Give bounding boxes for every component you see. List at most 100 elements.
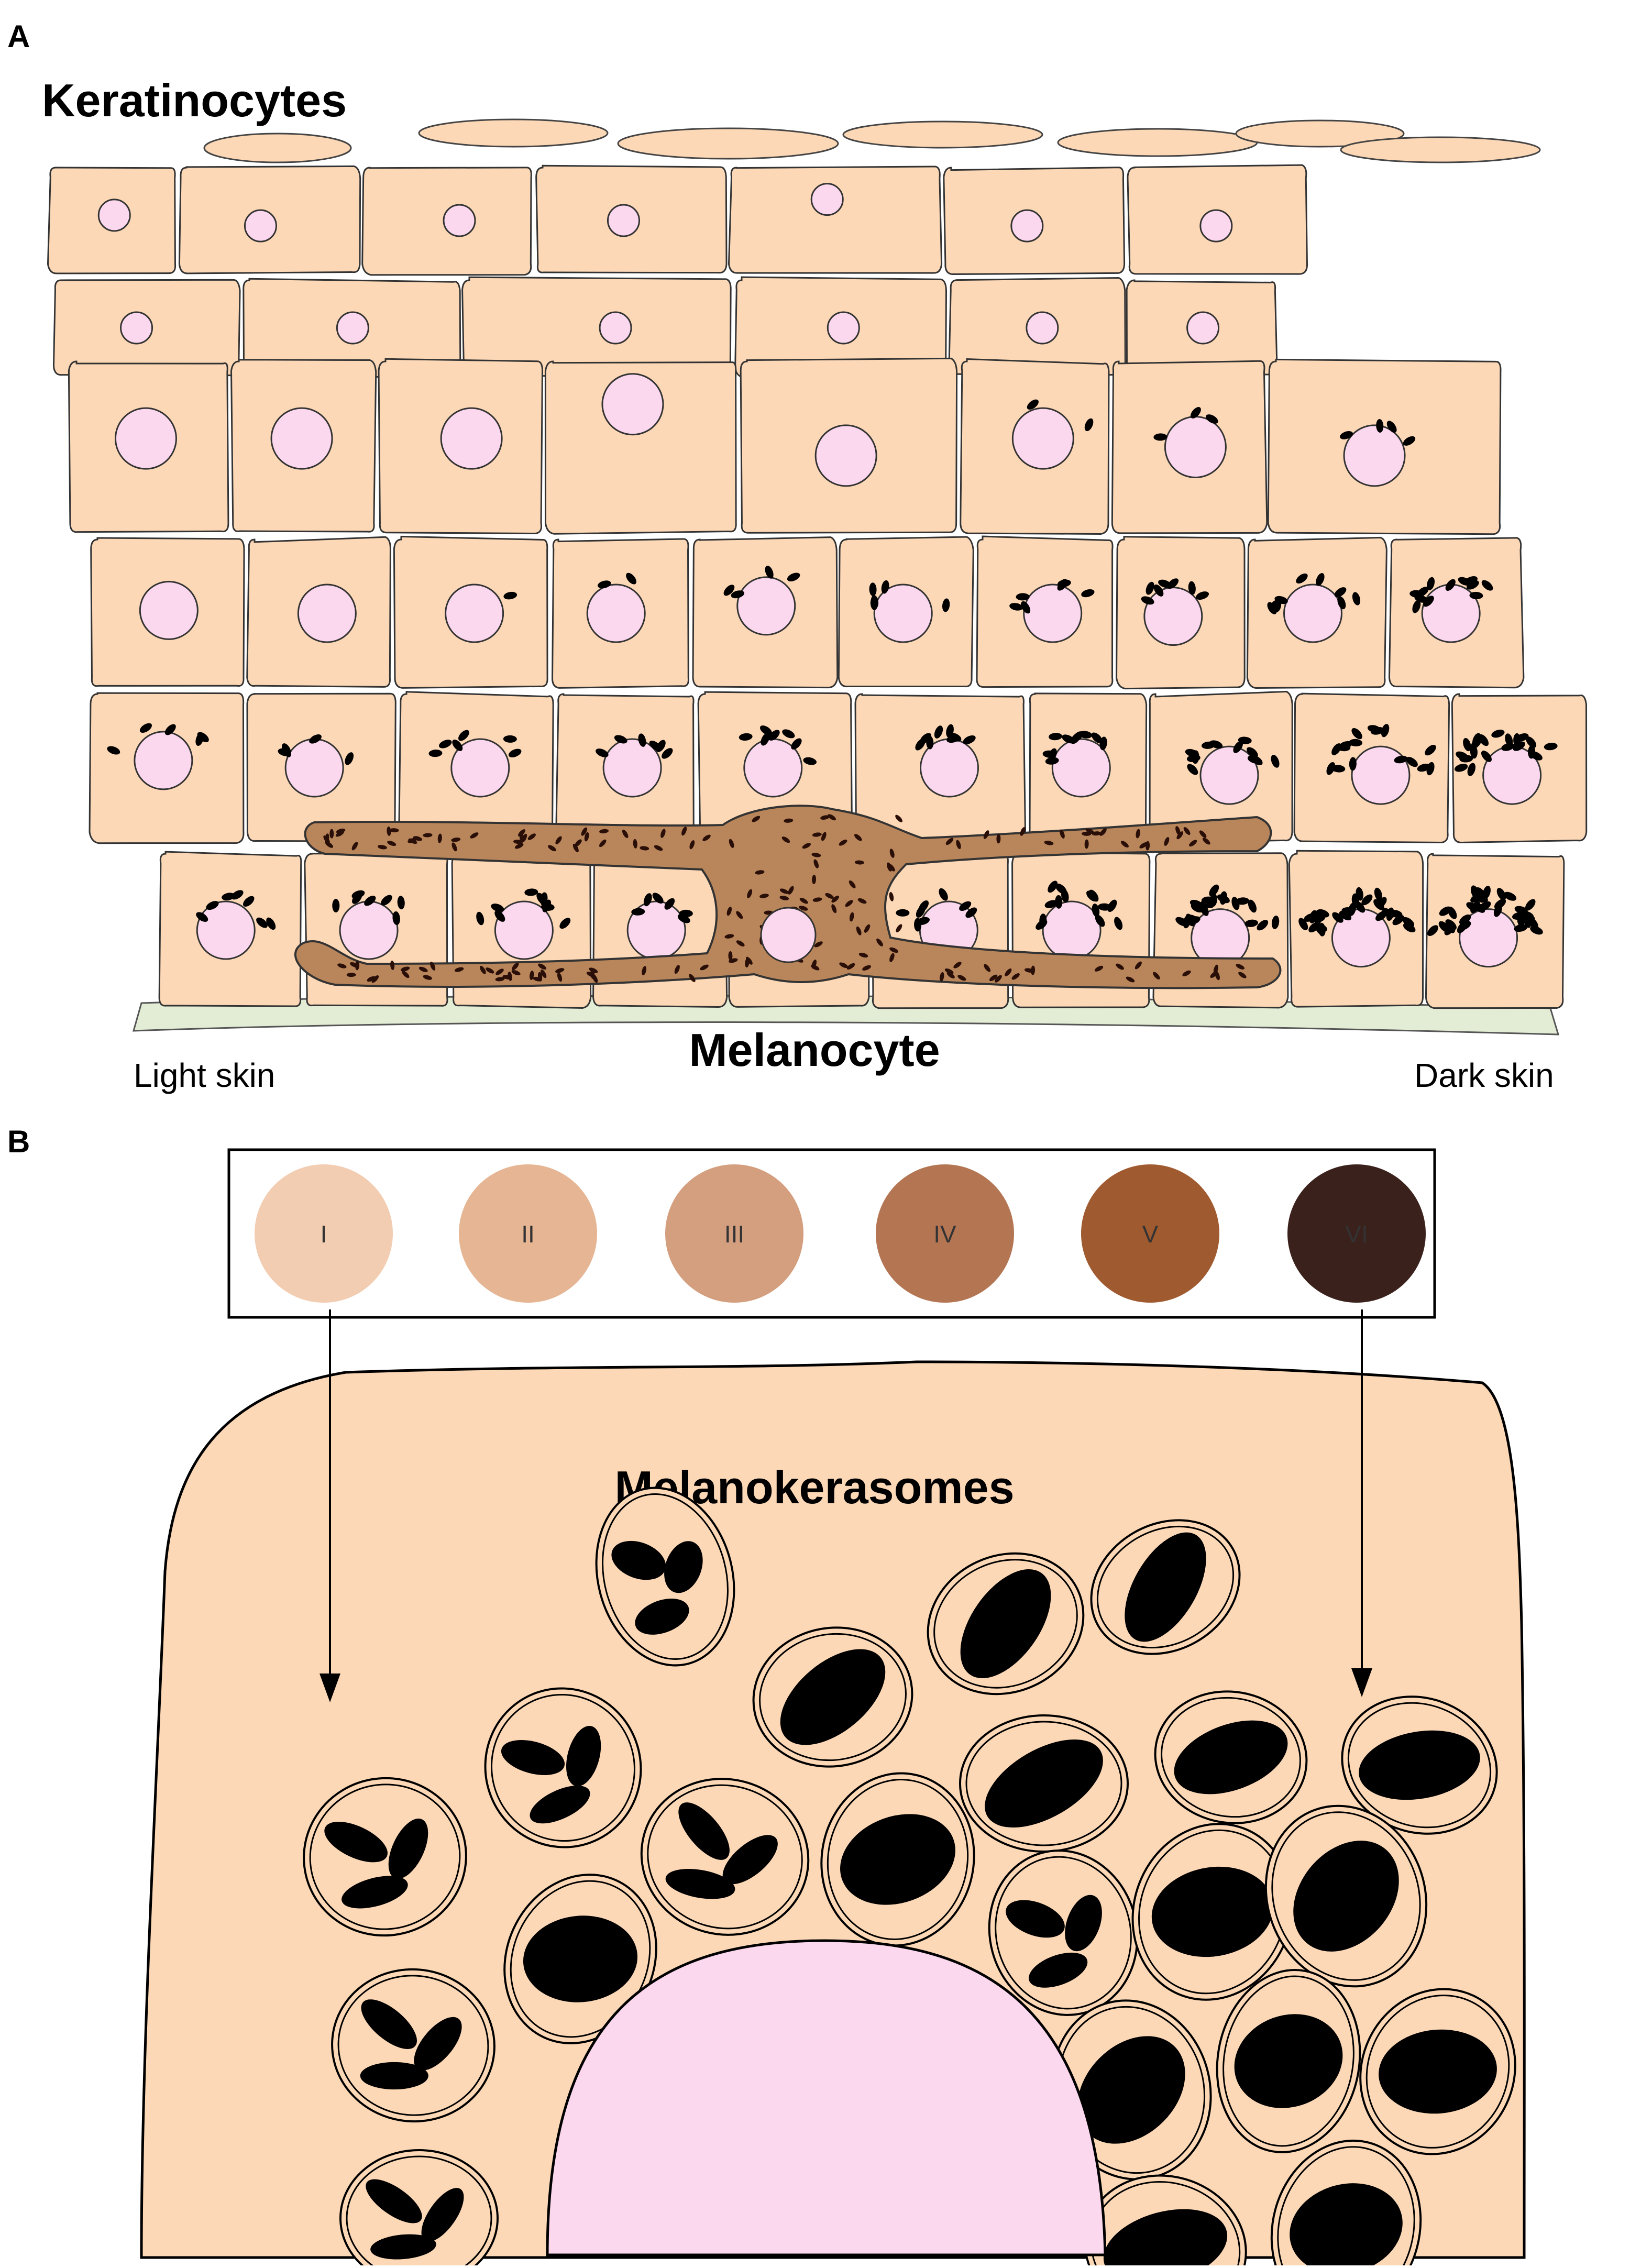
kerasome-inner-membrane [1161, 1697, 1301, 1818]
melanokerasome [339, 2149, 499, 2268]
melanosome [423, 833, 433, 838]
melanin-granule [1361, 894, 1373, 906]
skin-type-swatch: V [1081, 1164, 1219, 1303]
melanosome [454, 967, 464, 972]
kerasome-inner-membrane [933, 1559, 1078, 1689]
melanin-granule [1257, 920, 1269, 931]
melanosome [388, 1818, 428, 1879]
melanin-granule [1456, 751, 1469, 761]
keratinocyte [1111, 360, 1268, 534]
melanin-granule [1247, 747, 1258, 758]
melanin-granule [1526, 736, 1537, 748]
melanin-granule [1381, 724, 1390, 737]
melanin-granule [1248, 899, 1257, 913]
melanosome [862, 965, 871, 971]
melanin-granule [679, 909, 693, 917]
skin-type-label: V [1142, 1220, 1159, 1248]
melanin-granule [963, 735, 976, 744]
melanosome [813, 859, 819, 868]
melanin-granule [1274, 596, 1288, 604]
skin-type-circle [1081, 1164, 1219, 1303]
melanin-granule [1503, 891, 1517, 901]
nucleus [599, 311, 632, 345]
kerasome-inner-membrane [995, 1856, 1132, 2010]
melanin-granule [1209, 884, 1219, 897]
melanokerasome [1216, 1969, 1361, 2153]
melanin-granule [626, 572, 636, 585]
keratinocyte [544, 360, 737, 535]
kerasome-inner-membrane [346, 2155, 492, 2268]
melanosome [520, 833, 524, 843]
melanin-granule [1513, 733, 1521, 747]
melanin-granule [1332, 912, 1343, 923]
dark-skin-label: Dark skin [1414, 1056, 1554, 1094]
melanin-granule [1386, 421, 1397, 433]
melanosome [351, 842, 358, 851]
nucleus [443, 204, 476, 237]
nucleus [1186, 311, 1220, 345]
melanin-granule [559, 918, 571, 929]
melanosome [780, 1649, 886, 1745]
melanin-granule [918, 900, 929, 912]
melanin-granule [761, 733, 770, 746]
melanosome [889, 892, 894, 901]
keratinocyte [378, 358, 543, 535]
melanosome [726, 907, 732, 916]
nucleus [1051, 738, 1111, 798]
melanosome [635, 1598, 689, 1635]
skin-type-label: III [724, 1220, 744, 1248]
melanin-granule [1349, 757, 1357, 771]
melanosome [1029, 1952, 1088, 1988]
nucleus [339, 900, 399, 960]
melanin-granule [1417, 587, 1429, 597]
melanin-granule [664, 898, 675, 910]
melanosome [1020, 827, 1026, 836]
melanin-granule [946, 735, 960, 743]
melanin-granule [881, 580, 889, 594]
melanosome [944, 968, 954, 974]
melanosome [945, 838, 954, 845]
melanosome [1011, 973, 1020, 980]
melanosome [724, 934, 734, 939]
melanin-granule [643, 893, 652, 907]
melanin-granule [768, 730, 780, 741]
nucleus [494, 900, 554, 960]
keratinocyte [1388, 537, 1525, 689]
melanokerasome [959, 1714, 1129, 1853]
melanin-granule [1326, 762, 1336, 775]
melanin-granule [723, 585, 735, 596]
melanin-granule [1187, 764, 1198, 775]
melanin-granule [1045, 757, 1059, 765]
melanokerasome [1131, 1823, 1294, 2001]
melanosome [996, 834, 1001, 844]
melanosome [1189, 840, 1197, 847]
melanin-granule [1367, 725, 1381, 733]
melanosome [495, 977, 505, 982]
panel-b-letter: B [7, 1124, 30, 1159]
melanin-granule [1459, 914, 1471, 925]
melanosome [346, 973, 356, 977]
melanin-granule [1331, 765, 1346, 773]
melanosome [370, 2234, 436, 2260]
melanin-granule [1402, 917, 1415, 927]
melanosome [1116, 963, 1124, 970]
keratinocyte [89, 692, 245, 844]
melanosome [840, 1814, 955, 1905]
keratinocyte [68, 360, 229, 533]
melanin-granule [364, 895, 376, 906]
melanosome [566, 1725, 601, 1787]
melanin-granule [939, 888, 948, 901]
melanokerasome [640, 1778, 810, 1936]
keratinocyte [230, 359, 377, 533]
melanosome [1151, 1866, 1274, 1957]
melanosome [414, 2017, 462, 2071]
melanin-granule [926, 735, 934, 750]
melanosome [811, 853, 821, 857]
melanosome [324, 1822, 388, 1863]
skin-type-swatch: II [459, 1164, 597, 1303]
melanosome [537, 972, 543, 982]
melanosome [736, 940, 745, 946]
arrow-light [320, 1309, 340, 1702]
melanosome [527, 833, 536, 840]
melanosome [575, 839, 582, 847]
